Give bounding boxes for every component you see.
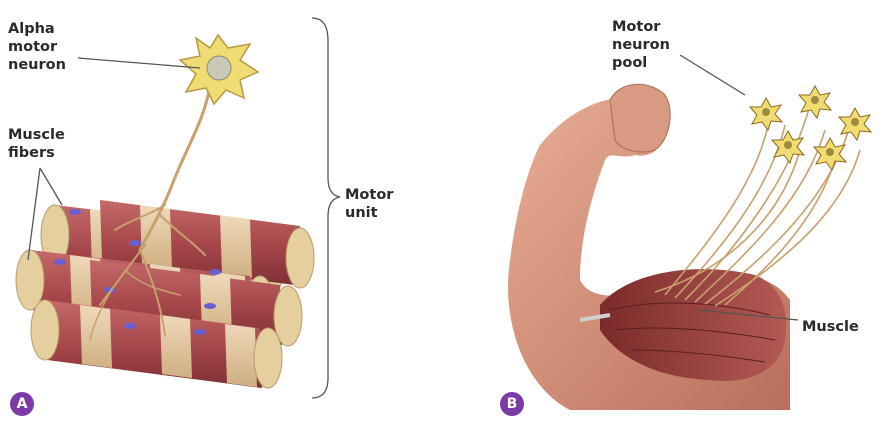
- label-muscle: Muscle: [802, 318, 859, 336]
- muscle-fiber-bundle: [16, 200, 314, 388]
- badge-a: A: [10, 392, 34, 416]
- label-motor-neuron-pool: Motor neuron pool: [612, 18, 670, 72]
- neuron-cell: [750, 98, 782, 130]
- label-muscle-fibers: Muscle fibers: [8, 126, 65, 162]
- neuron-cell: [814, 138, 846, 170]
- badge-b: B: [500, 392, 524, 416]
- label-motor-unit: Motor unit: [345, 186, 393, 222]
- neuron-cell: [839, 108, 871, 140]
- alpha-motor-neuron-body: [180, 35, 258, 104]
- motor-neuron-pool: [750, 86, 871, 170]
- arm-illustration: [470, 0, 885, 422]
- panel-b-motor-neuron-pool: Motor neuron pool Muscle B: [470, 0, 885, 422]
- panel-a-motor-unit: Alpha motor neuron Muscle fibers Motor u…: [0, 0, 440, 422]
- arm: [508, 84, 790, 410]
- neuron-cell: [799, 86, 831, 118]
- label-alpha-motor-neuron: Alpha motor neuron: [8, 20, 66, 74]
